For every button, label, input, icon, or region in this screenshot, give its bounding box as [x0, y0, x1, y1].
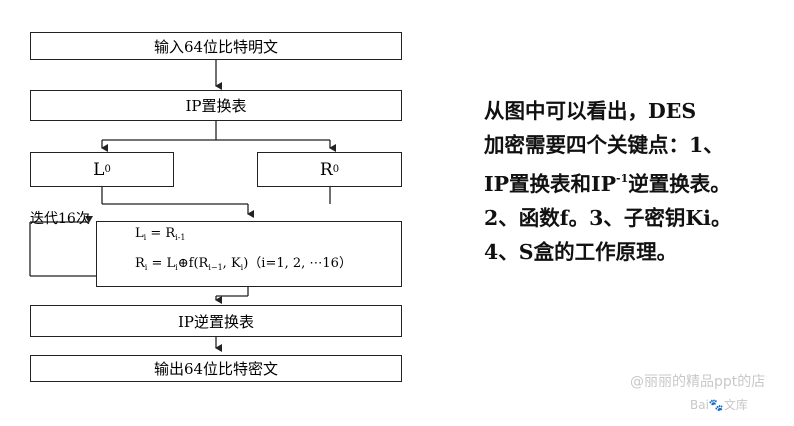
r0-letter: R [319, 159, 333, 180]
desc-line-3-a: IP置换表和IP [484, 172, 617, 196]
f2-b: L [166, 256, 176, 271]
f1-eq: = [146, 226, 166, 241]
output-ciphertext-box: 输出64位比特密文 [30, 355, 402, 382]
desc-line-3-sup: -1 [616, 172, 629, 185]
ip-table-box: IP置换表 [30, 90, 402, 121]
f2-a-sub: i [144, 263, 148, 272]
ip-table-label: IP置换表 [185, 97, 247, 115]
desc-line-3: IP置换表和IP-1逆置换表。 [484, 162, 784, 201]
round-formula-box: Li = Ri-1 Ri = Li⊕f(Ri−1, Ki)（i=1, 2, ⋯1… [96, 221, 402, 287]
description-text: 从图中可以看出，DES 加密需要四个关键点：1、 IP置换表和IP-1逆置换表。… [484, 94, 784, 269]
r0-subscript: 0 [332, 164, 340, 175]
f1-b: R [165, 226, 176, 241]
f2-c-sub: i−1 [208, 263, 223, 272]
f2-b-sub: i [175, 263, 178, 272]
input-plaintext-label: 输入64位比特明文 [153, 37, 279, 56]
desc-line-3-b: 逆置换表。 [628, 172, 731, 196]
f2-c: R [198, 256, 209, 271]
f1-a: L [135, 226, 144, 241]
f2-op: ⊕f( [177, 256, 199, 271]
desc-line-1: 从图中可以看出，DES [484, 99, 697, 123]
desc-line-4: 2、函数f。3、子密钥Ki。 [484, 206, 732, 230]
author-watermark: @丽丽的精品ppt的店 [630, 374, 766, 390]
f1-b-sub: i-1 [175, 233, 186, 242]
l0-letter: L [93, 159, 105, 180]
input-plaintext-box: 输入64位比特明文 [30, 32, 402, 60]
desc-line-2: 加密需要四个关键点：1、 [484, 133, 724, 157]
f2-comma: , [222, 256, 231, 271]
formula-left-half: Li = Ri-1 [135, 226, 186, 242]
f2-d: K [230, 256, 241, 271]
brand-watermark: Bai🐾文库 [690, 398, 748, 412]
formula-right-half: Ri = Li⊕f(Ri−1, Ki)（i=1, 2, ⋯16） [135, 252, 352, 272]
f2-tail: )（i=1, 2, ⋯16） [243, 256, 352, 271]
f1-a-sub: i [143, 233, 147, 242]
output-ciphertext-label: 输出64位比特密文 [153, 360, 279, 378]
iteration-label: 迭代16次 [30, 211, 90, 227]
f2-eq: = [147, 256, 167, 271]
desc-line-5: 4、S盒的工作原理。 [484, 240, 678, 264]
ip-inverse-label: IP逆置换表 [177, 312, 255, 331]
ip-inverse-box: IP逆置换表 [30, 305, 402, 337]
f2-a: R [135, 256, 145, 271]
f2-d-sub: i [240, 263, 244, 272]
l0-subscript: 0 [104, 164, 111, 175]
